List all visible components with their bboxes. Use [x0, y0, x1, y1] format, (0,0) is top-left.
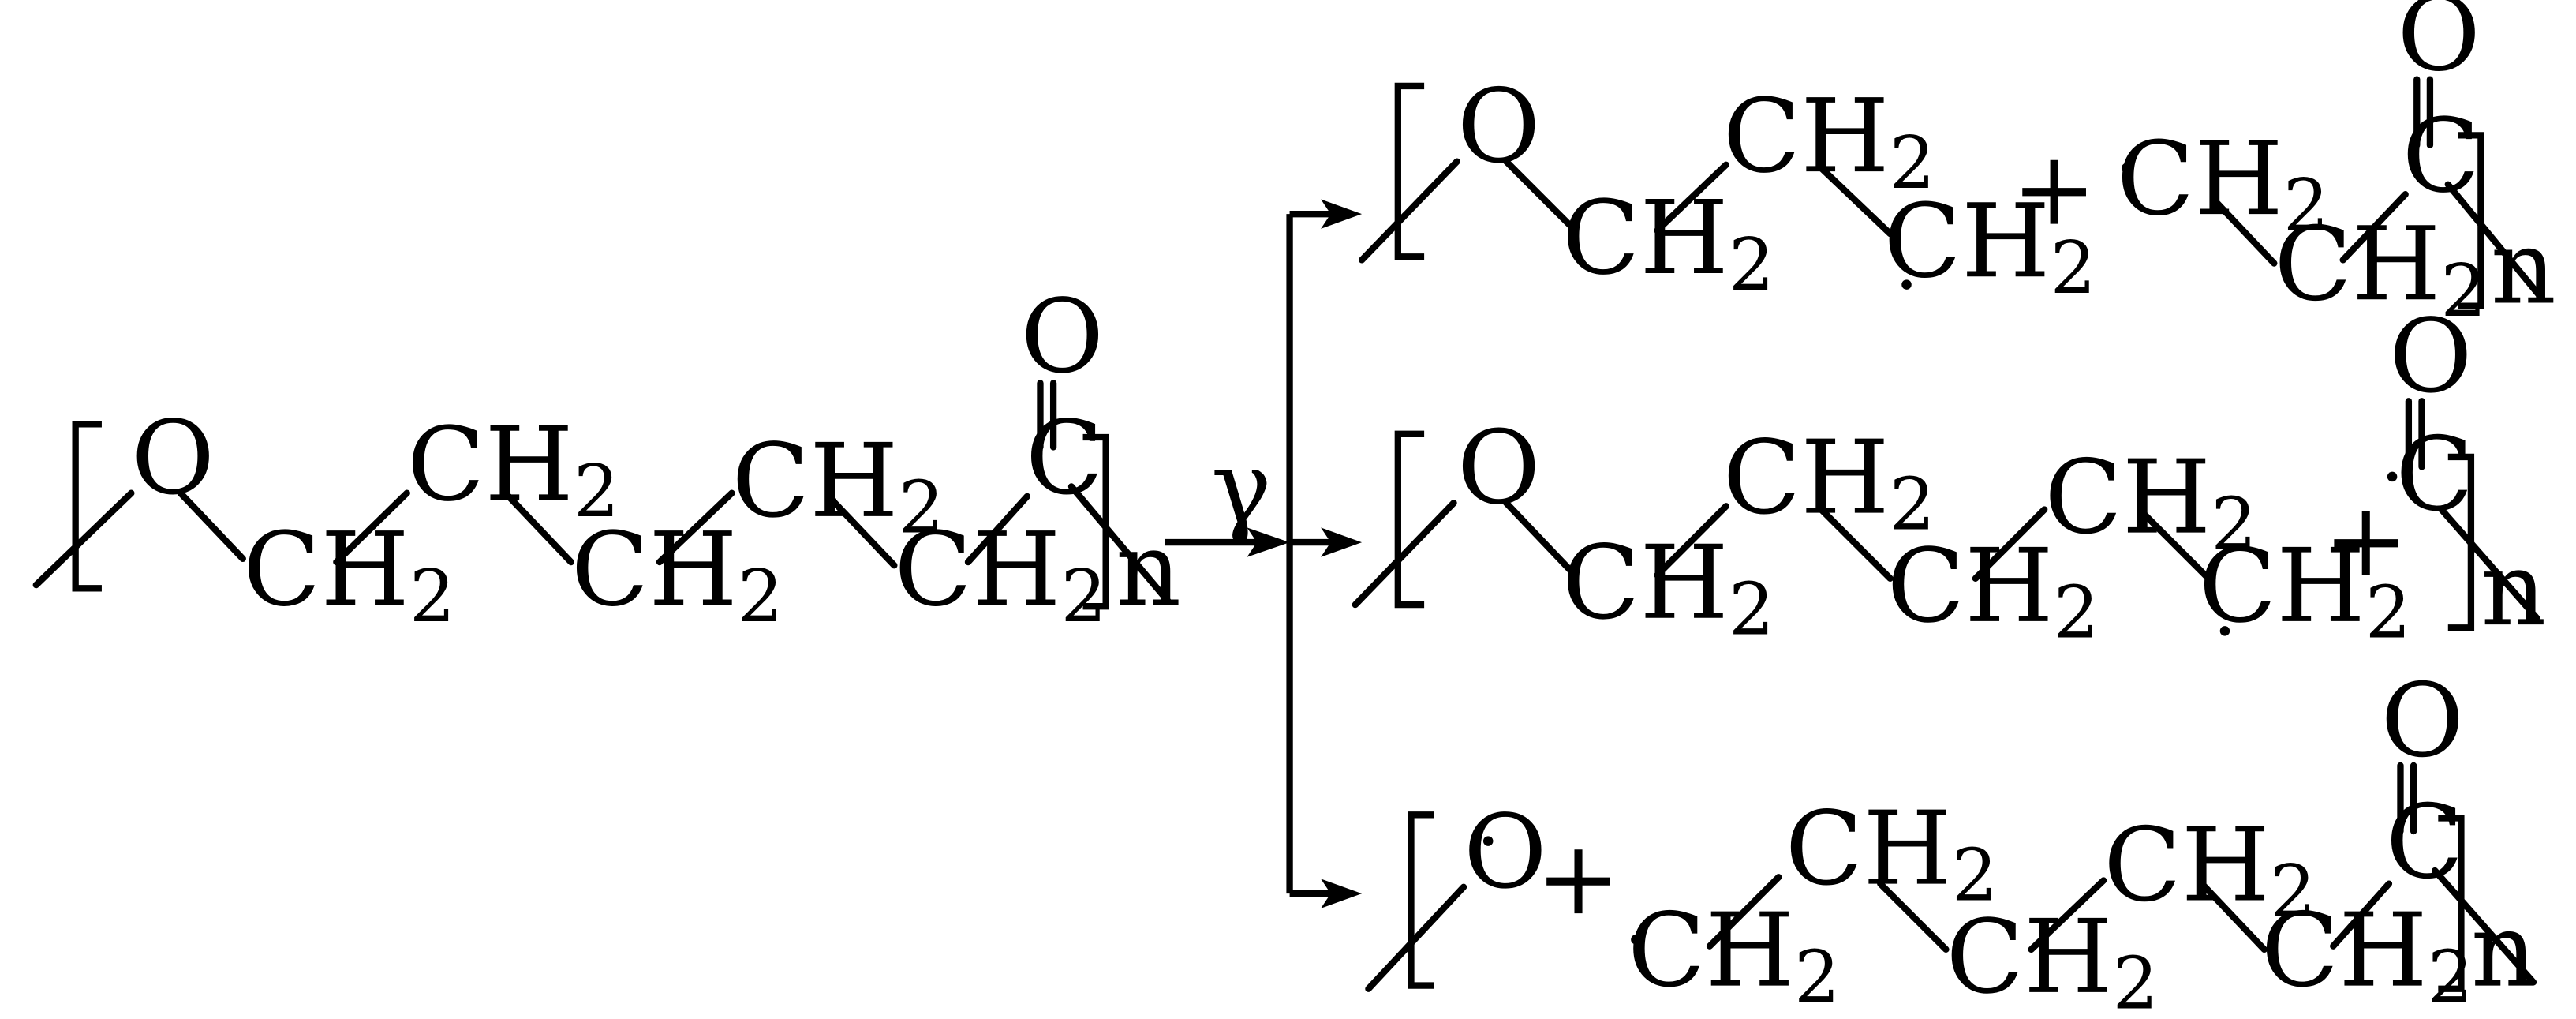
p3-ch2-4: CH2 — [2261, 892, 2473, 1019]
bond-ch2-2-3 — [505, 493, 574, 566]
p2-left-bracket — [1394, 430, 1425, 609]
p1-bond-end — [2444, 181, 2544, 300]
p1-plus: + — [2012, 130, 2097, 249]
bond-ch2-4-5 — [825, 493, 898, 569]
p1-bond-1 — [1502, 158, 1576, 230]
branch-middle-head — [1321, 527, 1363, 557]
p1-ch2-3: CH2 — [2274, 205, 2486, 333]
p1-left-bracket — [1394, 82, 1425, 260]
p3-ch2-radical: CH2 — [1628, 892, 1840, 1019]
p3-left-bracket — [1408, 811, 1434, 989]
p2-right-bracket — [2447, 453, 2475, 631]
p2-bond-3 — [1818, 506, 1894, 583]
reaction-arrows: γ — [1165, 199, 1363, 908]
bond-ch2-3-4 — [656, 489, 735, 566]
reactant-left-bracket — [72, 421, 102, 592]
p1-ch2-1: CH2 — [1562, 179, 1774, 307]
reactant-ch2-5: CH2 — [894, 511, 1106, 639]
p3-ch2-3: CH2 — [2103, 806, 2316, 934]
bond-c-chain-end — [1067, 483, 1172, 605]
p1-oxygen: O — [1457, 68, 1541, 186]
p3-chain-end-bond — [1365, 883, 1467, 992]
p2-oxygen: O — [1457, 409, 1541, 527]
reactant-ch2-3: CH2 — [571, 511, 783, 639]
product-2: O CH2 CH2 CH2 CH2 CH2 + C O n — [1352, 298, 2546, 655]
p3-bond-1 — [1706, 874, 1782, 950]
reactant-ch2-2: CH2 — [407, 406, 619, 534]
p3-bond-end — [2431, 867, 2537, 986]
p3-bond-5 — [2330, 880, 2393, 950]
product-1: O CH2 CH2 CH2 + CH2 CH2 C O n — [1358, 0, 2556, 333]
p3-carbonyl-o: O — [2381, 661, 2465, 780]
main-arrow-head — [1247, 527, 1290, 557]
p2-bond-end — [2438, 506, 2540, 621]
p2-chain-end-bond — [1352, 500, 1457, 609]
p1-bond-4 — [2211, 197, 2278, 267]
p2-radical-dot-1 — [2219, 626, 2230, 636]
reactant-ch2-1: CH2 — [243, 511, 455, 639]
product-3: O + CH2 CH2 CH2 CH2 CH2 C O n — [1365, 661, 2537, 1019]
p1-bond-3 — [1818, 164, 1894, 238]
p2-radical-dot-2 — [2387, 471, 2398, 482]
p2-carbonyl-o: O — [2389, 298, 2473, 416]
p1-ch2-2: CH2 — [1723, 77, 1935, 205]
p3-bond-3 — [2028, 877, 2107, 953]
p3-ch2-2: CH2 — [1946, 898, 2158, 1019]
p1-ch2-radical: CH2 — [1883, 182, 2096, 310]
p3-oxygen-radical: O — [1464, 793, 1547, 912]
p1-bond-5 — [2339, 191, 2409, 264]
p2-ch2-1: CH2 — [1562, 524, 1774, 652]
p2-ch2-radical: CH2 — [2199, 527, 2411, 655]
reactant-oxygen: O — [131, 399, 215, 518]
p2-ch2-4: CH2 — [2044, 439, 2256, 567]
p3-bond-2 — [1877, 880, 1950, 953]
reactant-n: n — [1116, 511, 1181, 629]
p2-plus: + — [2324, 481, 2409, 600]
p3-radical-dot-1 — [1482, 836, 1494, 846]
reactant-right-bracket — [1082, 433, 1109, 610]
p3-plus: + — [1536, 819, 1621, 938]
p1-chain-end-bond — [1358, 158, 1460, 264]
bond-o-ch2 — [177, 489, 246, 563]
p1-radical-dot-2 — [2121, 163, 2132, 174]
p1-bond-2 — [1654, 161, 1729, 234]
reactant-carbonyl-o: O — [1021, 278, 1105, 396]
p2-ch2-2: CH2 — [1723, 419, 1935, 547]
p2-bond-1 — [1502, 500, 1576, 575]
branch-bottom-head — [1321, 879, 1363, 908]
p3-right-bracket — [2438, 815, 2465, 992]
p2-ch2-3: CH2 — [1887, 527, 2099, 655]
reactant-ch2-4: CH2 — [732, 422, 944, 550]
p2-bond-2 — [1654, 503, 1729, 579]
p3-n: n — [2471, 892, 2537, 1010]
branch-top-head — [1321, 199, 1363, 229]
p3-radical-dot-2 — [1631, 935, 1641, 945]
bond-ch2-1-2 — [333, 489, 410, 566]
p1-right-bracket — [2458, 132, 2484, 309]
p1-n: n — [2491, 208, 2556, 327]
reactant-polymer: O CH2 CH2 CH2 CH2 CH2 C O n — [32, 278, 1181, 639]
p1-carbonyl-o: O — [2397, 0, 2481, 94]
p1-ch2-radical-2: CH2 — [2117, 120, 2329, 248]
reactant-chain-end-bond — [32, 489, 135, 589]
p2-bond-5 — [2139, 509, 2212, 583]
gamma-label: γ — [1211, 429, 1272, 547]
p3-ch2-1: CH2 — [1785, 790, 1998, 918]
p3-bond-4 — [2198, 880, 2268, 953]
p1-radical-dot-1 — [1901, 279, 1912, 290]
p2-n: n — [2481, 530, 2546, 649]
p2-bond-4 — [1972, 506, 2048, 583]
bond-ch2-c — [964, 493, 1030, 566]
